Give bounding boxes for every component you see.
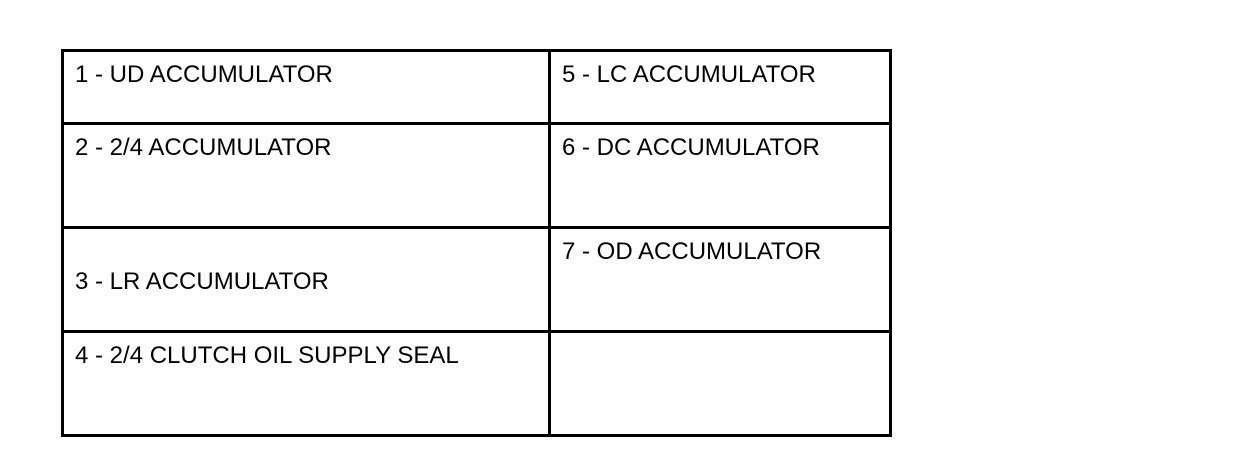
legend-cell-7: 7 - OD ACCUMULATOR <box>548 226 892 333</box>
legend-cell-4: 4 - 2/4 CLUTCH OIL SUPPLY SEAL <box>61 330 551 437</box>
table-row: 2 - 2/4 ACCUMULATOR 6 - DC ACCUMULATOR <box>61 122 892 229</box>
table-row: 3 - LR ACCUMULATOR 7 - OD ACCUMULATOR <box>61 226 892 333</box>
legend-cell-1: 1 - UD ACCUMULATOR <box>61 49 551 125</box>
component-legend-table: 1 - UD ACCUMULATOR 5 - LC ACCUMULATOR 2 … <box>61 49 892 437</box>
legend-cell-3: 3 - LR ACCUMULATOR <box>61 226 551 333</box>
table-row: 4 - 2/4 CLUTCH OIL SUPPLY SEAL <box>61 330 892 437</box>
legend-cell-6: 6 - DC ACCUMULATOR <box>548 122 892 229</box>
legend-cell-empty <box>548 330 892 437</box>
legend-cell-2: 2 - 2/4 ACCUMULATOR <box>61 122 551 229</box>
table-row: 1 - UD ACCUMULATOR 5 - LC ACCUMULATOR <box>61 49 892 125</box>
legend-cell-5: 5 - LC ACCUMULATOR <box>548 49 892 125</box>
